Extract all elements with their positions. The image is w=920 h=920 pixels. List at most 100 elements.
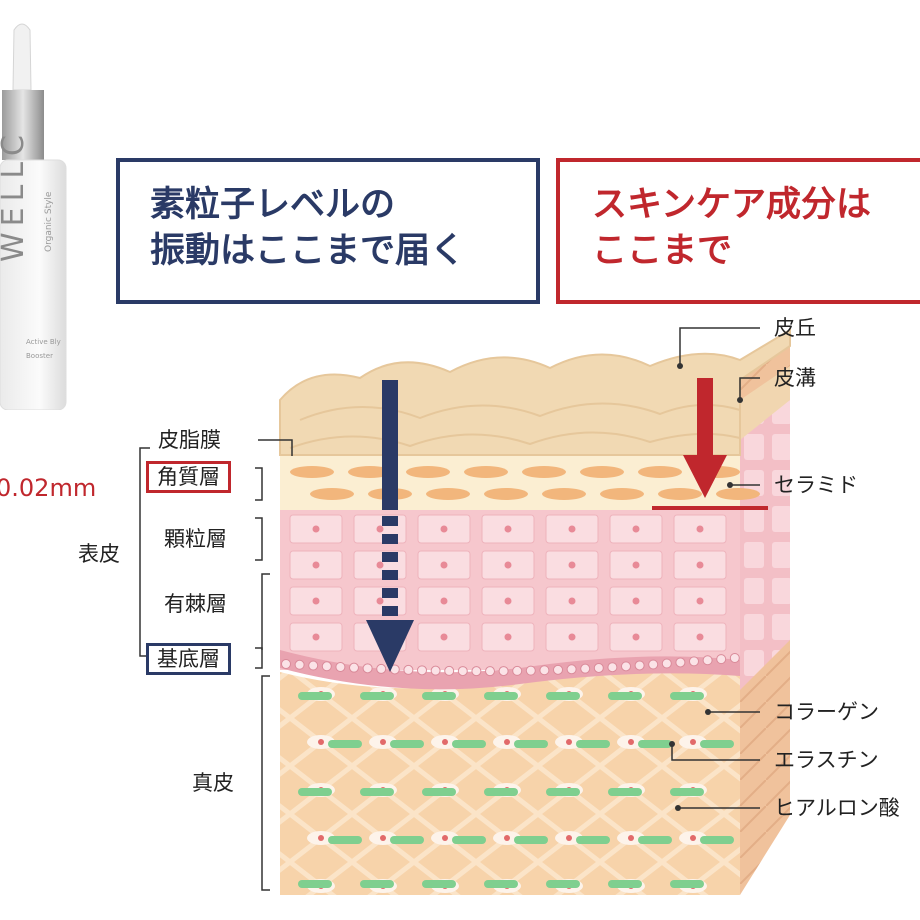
collagen-fiber: [546, 692, 580, 700]
collagen-fiber: [638, 740, 672, 748]
collagen-fiber: [546, 788, 580, 796]
collagen-fiber: [452, 740, 486, 748]
vibration-arrow-dash: [382, 570, 398, 580]
collagen-fiber: [608, 788, 642, 796]
vibration-callout: 素粒子レベルの 振動はここまで届く: [116, 158, 540, 304]
collagen-fiber: [390, 740, 424, 748]
collagen-fiber: [700, 740, 734, 748]
epidermis-cell-nucleus: [568, 633, 576, 641]
product-small-text-1: Active Bly: [26, 338, 61, 346]
basal-cell: [294, 659, 305, 670]
basal-cell: [308, 660, 319, 671]
basal-cell: [471, 666, 482, 677]
collagen-fiber: [514, 740, 548, 748]
label-ceramide: セラミド: [774, 473, 858, 497]
epidermis-cell-nucleus: [504, 597, 512, 605]
epidermis-cell-nucleus: [440, 597, 448, 605]
label-epidermis: 表皮: [78, 542, 120, 566]
stratum-corneum-cell: [348, 466, 392, 478]
label-dermis: 真皮: [192, 771, 234, 795]
label-granular: 顆粒層: [164, 527, 227, 551]
collagen-fiber: [484, 788, 518, 796]
vibration-arrow-dash: [382, 588, 398, 598]
basal-cell: [444, 665, 455, 676]
epidermis-cell-nucleus: [696, 561, 704, 569]
collagen-fiber: [700, 836, 734, 844]
epidermis-cell-nucleus: [376, 561, 384, 569]
epidermis-cell-nucleus: [632, 561, 640, 569]
epidermis-cell-nucleus: [568, 561, 576, 569]
basal-cell: [430, 665, 441, 676]
collagen-fiber: [638, 836, 672, 844]
epidermis-cell-nucleus: [440, 633, 448, 641]
basal-cell: [349, 662, 359, 673]
stratum-corneum-cell: [290, 466, 334, 478]
label-elastin: エラスチン: [774, 748, 879, 772]
skincare-arrow-shaft: [697, 378, 713, 458]
stratum-corneum-cells: [290, 466, 760, 500]
collagen-fiber: [422, 788, 456, 796]
collagen-fiber: [576, 740, 610, 748]
epidermis-cell-nucleus: [312, 525, 320, 533]
epidermis-cell-nucleus: [504, 525, 512, 533]
collagen-fiber: [514, 836, 548, 844]
collagen-fiber: [670, 692, 704, 700]
label-spinous: 有棘層: [164, 592, 227, 616]
basal-cell: [716, 654, 727, 665]
stratum-corneum-cell: [522, 466, 566, 478]
basal-cell: [675, 657, 686, 668]
basal-cell: [403, 664, 414, 675]
epidermis-cell-nucleus: [312, 633, 320, 641]
stratum-corneum-cell: [716, 488, 760, 500]
basal-cells: [281, 653, 740, 677]
epidermis-cell-nucleus: [696, 597, 704, 605]
epidermis-cell-nucleus: [504, 561, 512, 569]
collagen-fiber: [670, 880, 704, 888]
basal-cell: [457, 666, 468, 677]
product-small-text-2: Booster: [26, 352, 53, 360]
epidermis-cell-nucleus: [568, 525, 576, 533]
stratum-corneum-cell: [638, 466, 682, 478]
skincare-callout-line-1: スキンケア成分は: [592, 185, 871, 225]
product-bottle: [0, 20, 80, 411]
collagen-fiber: [576, 836, 610, 844]
skincare-callout: スキンケア成分は ここまで: [556, 158, 920, 304]
basal-cell: [553, 664, 563, 675]
epidermis-cell-nucleus: [632, 633, 640, 641]
stratum-corneum-cell: [464, 466, 508, 478]
collagen-fiber: [484, 880, 518, 888]
epidermis-cell-nucleus: [376, 597, 384, 605]
collagen-fiber: [422, 880, 456, 888]
basal-cell: [689, 656, 699, 667]
basal-cell: [485, 666, 495, 677]
collagen-fiber: [328, 740, 362, 748]
epidermis-cell-nucleus: [696, 525, 704, 533]
collagen-fiber: [546, 880, 580, 888]
basal-cell: [566, 664, 577, 675]
basal-cell: [498, 666, 509, 677]
epidermis-cell-nucleus: [312, 561, 320, 569]
basal-cell: [621, 661, 631, 672]
skincare-arrow-head: [683, 455, 727, 498]
basal-cell: [634, 660, 645, 671]
basal-cell: [281, 659, 291, 669]
stratum-corneum-cell: [406, 466, 450, 478]
collagen-fiber: [328, 836, 362, 844]
basal-cell: [321, 661, 332, 672]
stratum-corneum-cell: [542, 488, 586, 500]
basal-cell: [729, 653, 740, 663]
vibration-arrow-dashes: [382, 516, 398, 616]
collagen-fiber: [452, 836, 486, 844]
epidermis-cell-nucleus: [632, 597, 640, 605]
basal-cell: [335, 661, 346, 672]
epidermis-cell-nucleus: [696, 633, 704, 641]
label-skin-groove: 皮溝: [774, 366, 816, 390]
basal-cell: [593, 662, 604, 673]
epidermis-cell-nucleus: [632, 525, 640, 533]
basal-cell: [648, 659, 659, 670]
basal-cell: [512, 665, 523, 676]
label-basal: 基底層: [146, 643, 231, 675]
epidermis-cell-nucleus: [568, 597, 576, 605]
label-skin-hill: 皮丘: [774, 316, 816, 340]
